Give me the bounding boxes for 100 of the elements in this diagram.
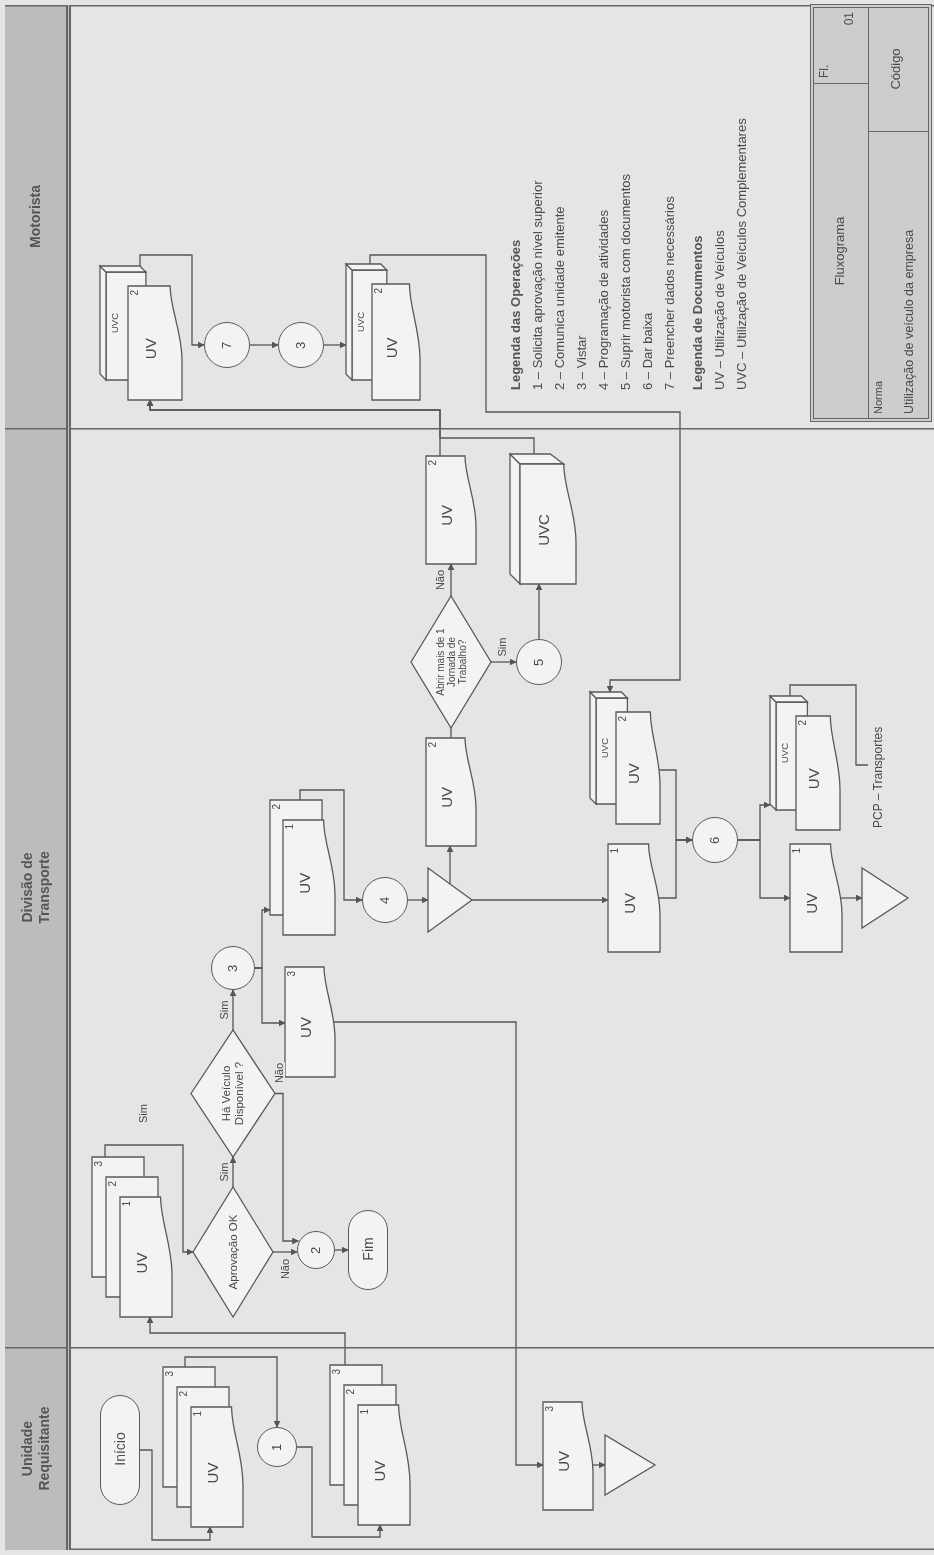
flow-arrow	[296, 1446, 384, 1538]
copy-number: 1	[609, 848, 621, 856]
document-code: UV	[295, 871, 314, 896]
copy-number: 1	[192, 1411, 204, 1419]
connector-number: 3	[293, 340, 309, 351]
lane-header: Unidade Requisitante	[5, 1347, 71, 1550]
copy-number: 1	[284, 824, 296, 832]
terminal	[100, 1395, 140, 1505]
copy-number: 3	[544, 1406, 556, 1414]
copy-number: 1	[121, 1201, 133, 1209]
flow-arrow	[591, 1461, 606, 1469]
connector-line	[789, 684, 869, 766]
legend-item: UV – Utilização de Veículos	[712, 230, 727, 390]
connector-circle	[516, 639, 562, 685]
legend-item: 3 – Vistar	[574, 335, 589, 390]
swimlane	[5, 1347, 934, 1550]
copy-number: 1	[791, 848, 803, 856]
flow-arrow	[249, 341, 279, 349]
flow-arrow	[139, 1449, 214, 1541]
connector-circle	[297, 1231, 335, 1269]
edge-label: Não	[279, 1257, 291, 1281]
flow-arrow	[104, 1144, 194, 1256]
decision-label: Aprovação OK	[226, 1213, 240, 1291]
document-code: UVC	[109, 311, 120, 336]
document-code: UV	[438, 504, 456, 528]
title-block	[810, 4, 932, 422]
legend-item: 1 – Solicita aprovação nível superior	[530, 180, 545, 390]
legend-item: 2 – Comunica unidade emitente	[552, 206, 567, 390]
connector-number: 6	[707, 835, 723, 846]
document-code: UV	[620, 892, 639, 916]
field-value: Utilização de veículo da empresa	[902, 229, 916, 414]
terminal	[348, 1210, 388, 1290]
legend-heading: Legenda de Documentos	[690, 235, 705, 390]
copy-number: 2	[373, 288, 385, 296]
edge-label: Não	[273, 1061, 285, 1085]
copy-number: 1	[359, 1409, 371, 1417]
document-code: UV	[805, 767, 824, 792]
connector-number: 7	[219, 340, 235, 351]
flow-arrow	[254, 967, 286, 1027]
document-code: UVC	[599, 736, 610, 761]
swimlane	[5, 428, 934, 1347]
connector-number: 1	[269, 1442, 285, 1453]
terminal-label: Início	[112, 1431, 128, 1468]
legend-heading: Legenda das Operações	[508, 239, 523, 390]
document-code: UV	[555, 1450, 573, 1474]
flow-arrow	[535, 583, 543, 640]
flow-arrow	[333, 1021, 544, 1469]
document-code: UV	[383, 336, 402, 361]
decision-label: Há Veículo Disponível ?	[220, 1060, 246, 1128]
decision-label: Abrir mais de 1 Jornada de Trabalho?	[434, 627, 468, 698]
connector-circle	[362, 877, 408, 923]
destination-label: PCP – Transportes	[868, 688, 888, 828]
field-label: Norma	[872, 381, 884, 414]
copy-number: 2	[271, 804, 283, 812]
edge-label: Não	[434, 568, 446, 592]
flow-arrow	[737, 839, 791, 902]
sheet-number: 01	[842, 12, 856, 28]
lane-header: Motorista	[5, 5, 71, 428]
copy-number: 2	[178, 1391, 190, 1399]
connector-circle	[211, 946, 255, 990]
document-code: UV	[132, 1251, 151, 1276]
connector-number: 5	[531, 657, 547, 668]
legend-item: 4 – Programação de atividades	[596, 210, 611, 390]
field-label: Código	[888, 47, 903, 92]
document-code: UV	[802, 892, 821, 916]
copy-number: 2	[427, 742, 439, 750]
sheet-label: Fl.	[817, 64, 831, 78]
legend-item: 6 – Dar baixa	[640, 312, 655, 390]
flow-arrow	[272, 1248, 298, 1256]
copy-number: 2	[129, 290, 141, 298]
lane-header: Divisão de Transporte	[5, 428, 71, 1347]
copy-number: 2	[797, 720, 809, 728]
flow-arrow	[146, 399, 535, 455]
flow-arrow	[139, 254, 205, 349]
edge-label: Sim	[218, 999, 230, 1021]
document-code: UV	[438, 786, 456, 810]
connector-number: 4	[377, 895, 393, 906]
legend-item: UVC – Utilização de Veículos Complementares	[734, 118, 749, 390]
copy-number: 3	[331, 1369, 343, 1377]
flow-arrow	[369, 254, 681, 693]
connector-circle	[204, 322, 250, 368]
flow-arrow	[447, 563, 455, 597]
edge-label: Sim	[218, 1161, 230, 1183]
flow-arrow	[184, 1356, 281, 1428]
swimlane	[5, 5, 934, 428]
legend-item: 7 – Preencher dados necessários	[662, 196, 677, 390]
copy-number: 2	[617, 716, 629, 724]
flow-arrow	[407, 896, 429, 904]
document-code: UV	[370, 1459, 389, 1484]
document-code: UVC	[534, 513, 553, 548]
document-code: UV	[297, 1016, 315, 1040]
legend-item: 5 – Suprir motorista com documentos	[618, 173, 633, 390]
connector-number: 2	[308, 1245, 324, 1256]
copy-number: 3	[164, 1371, 176, 1379]
flow-arrow	[658, 836, 693, 899]
flow-arrow	[229, 1156, 237, 1188]
document-code: UV	[141, 337, 160, 362]
terminal-label: Fim	[360, 1236, 376, 1263]
flow-arrow	[274, 1092, 300, 1245]
copy-number: 2	[427, 460, 439, 468]
